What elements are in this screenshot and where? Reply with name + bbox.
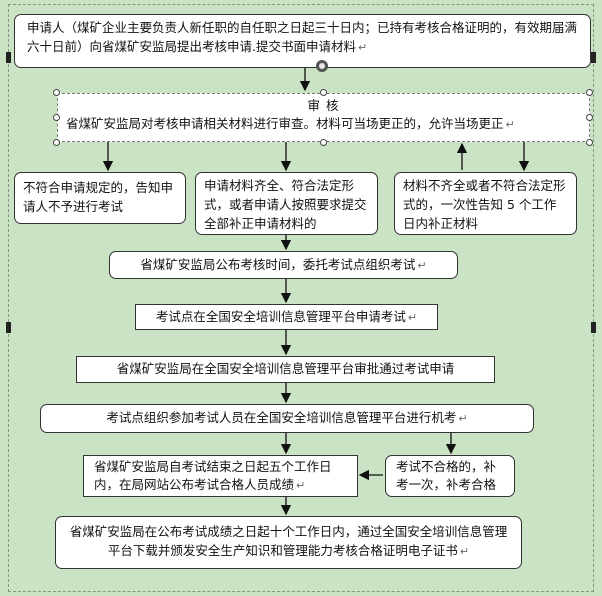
organize-exam-node[interactable]: 考试点组织参加考试人员在全国安全培训信息管理平台进行机考↵ bbox=[40, 404, 534, 433]
publish-result-node[interactable]: 省煤矿安监局自考试结束之日起五个工作日内，在局网站公布考试合格人员成绩↵ bbox=[83, 455, 358, 497]
selection-handle-mr[interactable] bbox=[586, 114, 593, 121]
certificate-text: 省煤矿安监局在公布考试成绩之日起十个工作日内，通过全国安全培训信息管理平台下载并… bbox=[69, 524, 508, 558]
accept-node-text: 申请材料齐全、符合法定形式，或者申请人按照要求提交全部补正申请材料的 bbox=[204, 178, 367, 231]
apply-node[interactable]: 申请人（煤矿企业主要负责人新任职的自任职之日起三十日内；已持有考核合格证明的，有… bbox=[14, 14, 591, 68]
organize-exam-text: 考试点组织参加考试人员在全国安全培训信息管理平台进行机考 bbox=[106, 410, 457, 425]
publish-time-node[interactable]: 省煤矿安监局公布考核时间，委托考试点组织考试↵ bbox=[109, 251, 458, 279]
frame-handle-top-right[interactable] bbox=[591, 52, 596, 63]
retake-node[interactable]: 考试不合格的，补考一次，补考合格 bbox=[385, 455, 515, 497]
selection-handle-tr[interactable] bbox=[586, 89, 593, 96]
review-body-text: 省煤矿安监局对考核申请相关材料进行审查。材料可当场更正的，允许当场更正 bbox=[66, 116, 504, 131]
apply-exam-node[interactable]: 考试点在全国安全培训信息管理平台申请考试↵ bbox=[135, 304, 438, 330]
reject-node-text: 不符合申请规定的，告知申请人不予进行考试 bbox=[23, 180, 174, 214]
selection-handle-br[interactable] bbox=[586, 139, 593, 146]
certificate-node[interactable]: 省煤矿安监局在公布考试成绩之日起十个工作日内，通过全国安全培训信息管理平台下载并… bbox=[55, 516, 522, 569]
selection-handle-bc[interactable] bbox=[320, 139, 327, 146]
selection-handle-tl[interactable] bbox=[53, 89, 60, 96]
review-node[interactable]: 审 核 省煤矿安监局对考核申请相关材料进行审查。材料可当场更正的，允许当场更正↵ bbox=[57, 93, 590, 142]
supplement-node[interactable]: 材料不齐全或者不符合法定形式的，一次性告知 5 个工作日内补正材料 bbox=[394, 172, 577, 235]
apply-exam-text: 考试点在全国安全培训信息管理平台申请考试 bbox=[155, 309, 406, 324]
selection-handle-tc[interactable] bbox=[320, 89, 327, 96]
publish-result-text: 省煤矿安监局自考试结束之日起五个工作日内，在局网站公布考试合格人员成绩 bbox=[94, 459, 332, 492]
reject-node[interactable]: 不符合申请规定的，告知申请人不予进行考试 bbox=[14, 172, 186, 224]
retake-text: 考试不合格的，补考一次，补考合格 bbox=[396, 459, 497, 492]
canvas-frame bbox=[8, 4, 594, 592]
accept-node[interactable]: 申请材料齐全、符合法定形式，或者申请人按照要求提交全部补正申请材料的 bbox=[195, 172, 378, 235]
review-title: 审 核 bbox=[307, 98, 340, 113]
apply-node-text: 申请人（煤矿企业主要负责人新任职的自任职之日起三十日内；已持有考核合格证明的，有… bbox=[27, 20, 578, 54]
frame-handle-top-left[interactable] bbox=[6, 52, 11, 63]
frame-handle-mid-right[interactable] bbox=[591, 322, 596, 333]
approve-exam-node[interactable]: 省煤矿安监局在全国安全培训信息管理平台审批通过考试申请 bbox=[76, 356, 495, 383]
supplement-node-text: 材料不齐全或者不符合法定形式的，一次性告知 5 个工作日内补正材料 bbox=[403, 178, 566, 231]
selection-handle-ml[interactable] bbox=[53, 114, 60, 121]
rotate-handle[interactable] bbox=[316, 60, 328, 72]
selection-handle-bl[interactable] bbox=[53, 139, 60, 146]
frame-handle-mid-left[interactable] bbox=[6, 322, 11, 333]
approve-exam-text: 省煤矿安监局在全国安全培训信息管理平台审批通过考试申请 bbox=[116, 361, 455, 376]
publish-time-text: 省煤矿安监局公布考核时间，委托考试点组织考试 bbox=[140, 257, 416, 272]
review-body: 省煤矿安监局对考核申请相关材料进行审查。材料可当场更正的，允许当场更正↵ bbox=[66, 116, 515, 131]
